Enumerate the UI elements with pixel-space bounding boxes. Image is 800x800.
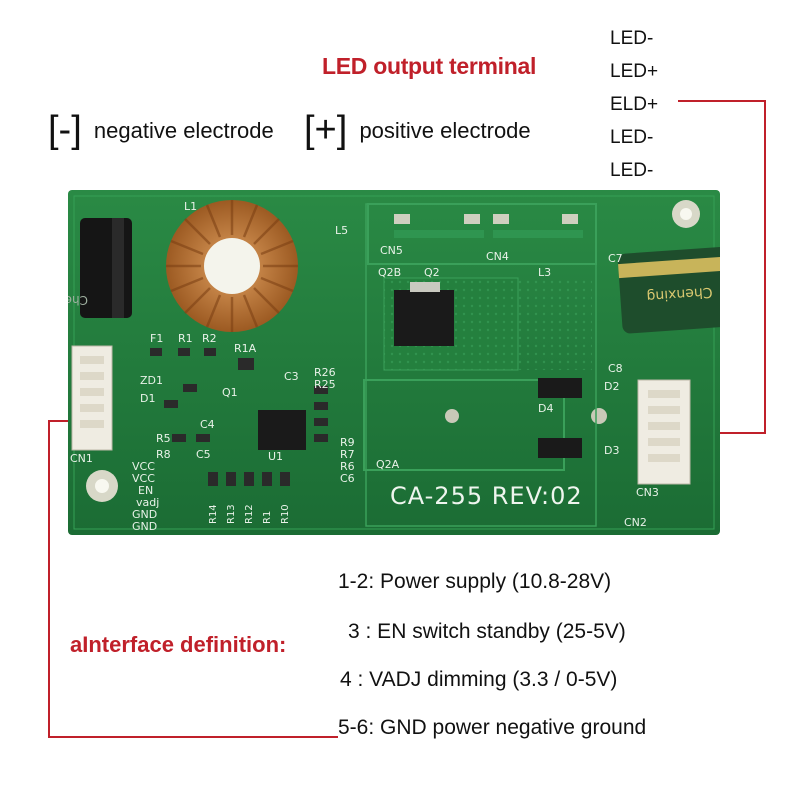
label-vadj: vadj — [136, 496, 159, 509]
label-vcc-2: VCC — [132, 472, 155, 485]
label-r10: R10 — [280, 504, 291, 524]
interface-line-top — [48, 420, 76, 422]
label-r6: R6 — [340, 460, 355, 473]
label-cn4: CN4 — [486, 250, 509, 263]
label-q2a: Q2A — [376, 458, 400, 471]
negative-symbol: [-] — [48, 109, 82, 151]
label-cn5: CN5 — [380, 244, 403, 257]
label-l5: L5 — [335, 224, 348, 237]
callout-line-top — [678, 100, 766, 102]
label-r1-bottom: R1 — [262, 511, 273, 524]
pin-label-5: LED- — [610, 160, 654, 181]
label-c6: C6 — [340, 472, 355, 485]
label-d1: D1 — [140, 392, 155, 405]
label-c5: C5 — [196, 448, 211, 461]
interface-row-1: 1-2: Power supply (10.8-28V) — [338, 570, 612, 593]
label-q1: Q1 — [222, 386, 238, 399]
label-q2b: Q2B — [378, 266, 401, 279]
interface-line-left — [48, 420, 50, 738]
label-f1: F1 — [150, 332, 163, 345]
label-l1: L1 — [184, 200, 197, 213]
label-r25: R25 — [314, 378, 336, 391]
positive-legend: [+] positive electrode — [304, 105, 531, 151]
interface-row-2: 3 : EN switch standby (25-5V) — [348, 620, 626, 643]
interface-row-3: 4 : VADJ dimming (3.3 / 0-5V) — [340, 668, 618, 691]
pin-label-4: LED- — [610, 127, 654, 148]
pin-label-1: LED- — [610, 28, 654, 49]
cap-right-brand: Chenxing — [646, 284, 713, 305]
label-r1: R1 — [178, 332, 193, 345]
callout-line-right — [764, 100, 766, 434]
label-c8: C8 — [608, 362, 623, 375]
label-cn3: CN3 — [636, 486, 659, 499]
label-r2: R2 — [202, 332, 217, 345]
pin-label-2: LED+ — [610, 61, 659, 82]
negative-legend: [-] negative electrode — [48, 105, 274, 151]
interface-line-bottom — [48, 736, 338, 738]
cap-left-brand: Chenxing — [68, 293, 88, 307]
label-cn1: CN1 — [70, 452, 93, 465]
led-output-terminal-title: LED output terminal — [322, 53, 537, 79]
pin-label-3: ELD+ — [610, 94, 659, 115]
label-d3: D3 — [604, 444, 619, 457]
label-r12: R12 — [244, 504, 255, 524]
label-r8: R8 — [156, 448, 171, 461]
label-en: EN — [138, 484, 153, 497]
label-r1a: R1A — [234, 342, 257, 355]
pcb-board: Chenxing Chenxing L5 L1 — [68, 190, 720, 535]
label-d4: D4 — [538, 402, 553, 415]
label-d2: D2 — [604, 380, 619, 393]
interface-row-4: 5-6: GND power negative ground — [338, 716, 647, 739]
board-model: CA-255 REV:02 — [390, 482, 583, 510]
label-c4: C4 — [200, 418, 215, 431]
positive-symbol: [+] — [304, 109, 348, 151]
label-r7: R7 — [340, 448, 355, 461]
label-vcc-1: VCC — [132, 460, 155, 473]
label-c7: C7 — [608, 252, 623, 265]
label-r5: R5 — [156, 432, 171, 445]
interface-title: aInterface definition: — [70, 632, 287, 657]
positive-text: positive electrode — [359, 118, 531, 143]
label-q2: Q2 — [424, 266, 440, 279]
label-gnd-2: GND — [132, 520, 157, 533]
label-zd1: ZD1 — [140, 374, 163, 387]
label-c3: C3 — [284, 370, 299, 383]
label-u1: U1 — [268, 450, 283, 463]
label-l3: L3 — [538, 266, 551, 279]
label-gnd-1: GND — [132, 508, 157, 521]
label-r26: R26 — [314, 366, 336, 379]
label-r14: R14 — [208, 504, 219, 524]
callout-line-bottom — [690, 432, 766, 434]
label-r9: R9 — [340, 436, 355, 449]
label-cn2: CN2 — [624, 516, 647, 529]
label-r13: R13 — [226, 504, 237, 524]
negative-text: negative electrode — [93, 118, 274, 143]
